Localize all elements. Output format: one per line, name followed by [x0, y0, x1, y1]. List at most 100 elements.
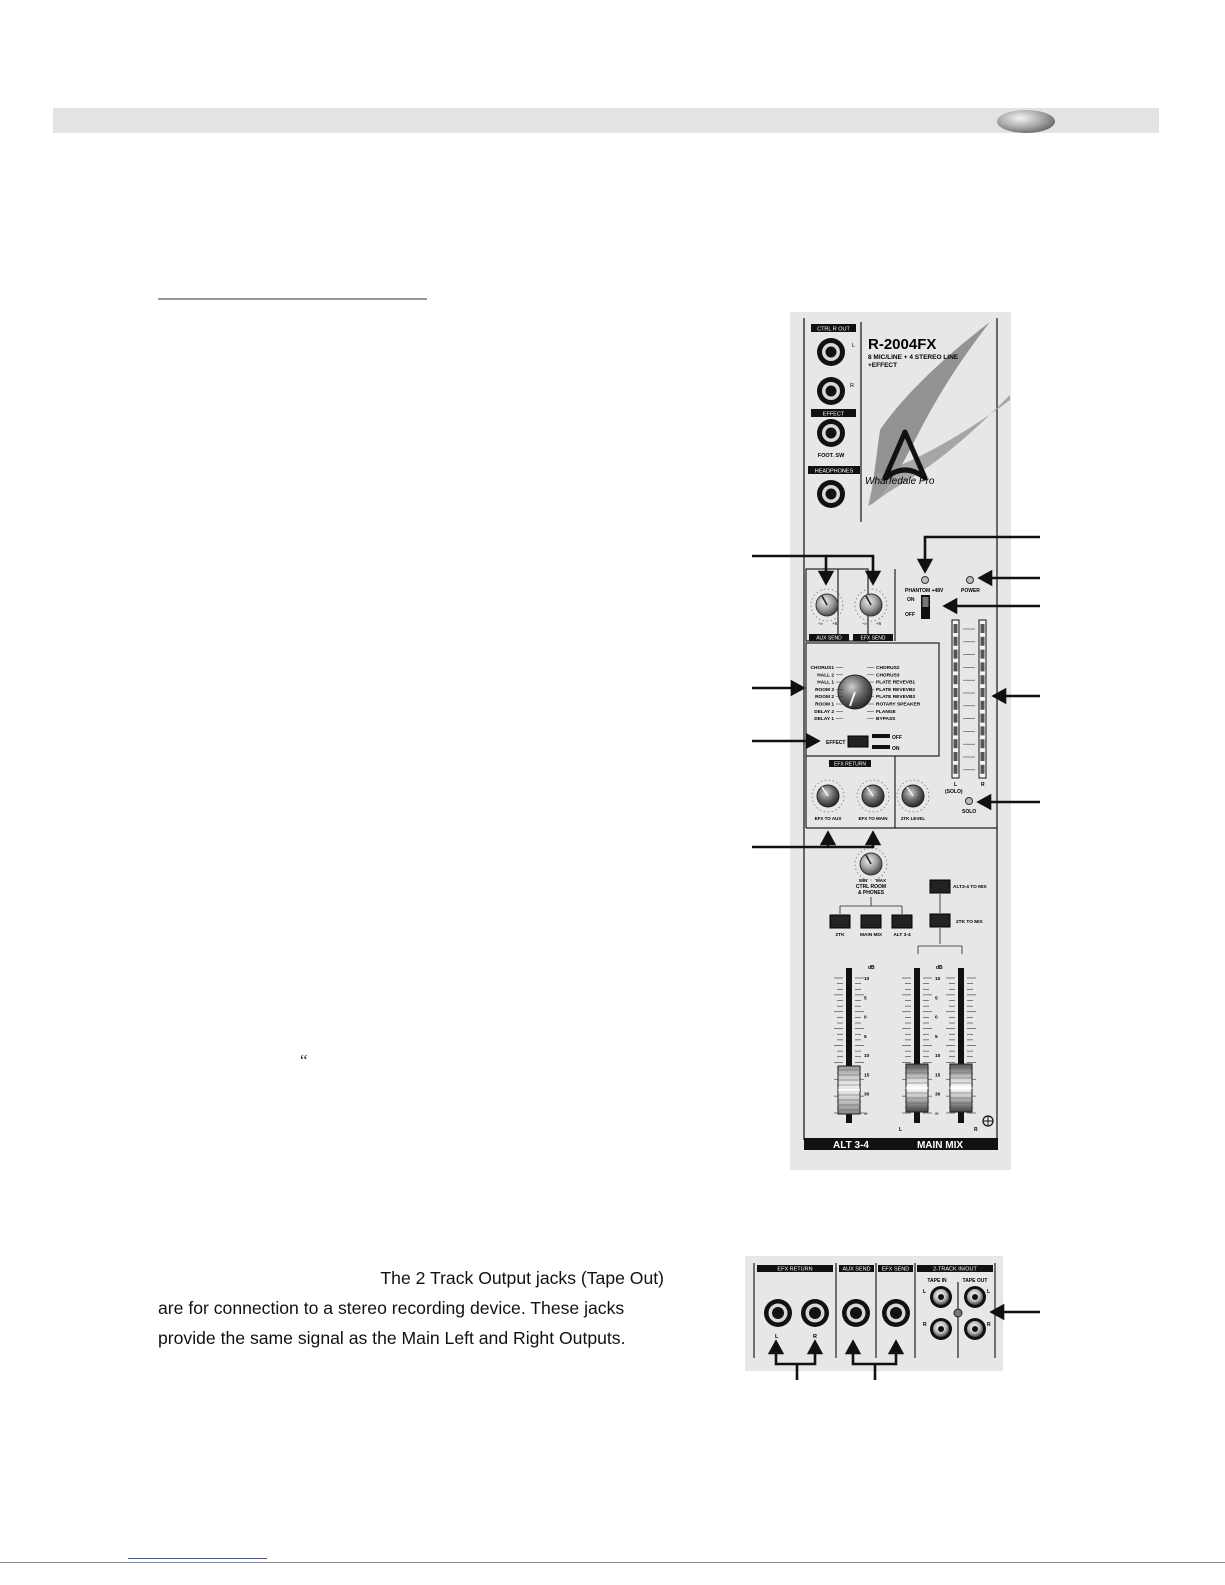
main-db-label: dB — [936, 965, 943, 971]
bottom-main-mix-label: MAIN MIX — [917, 1140, 963, 1151]
tape-in-l-label: L — [923, 1289, 926, 1295]
tape-out-right-rca — [964, 1318, 986, 1340]
aux-send-knob — [810, 588, 844, 622]
meter-segment — [953, 675, 958, 685]
efx-knob-max: +6 — [876, 621, 882, 626]
ctrl-room-left-jack — [817, 338, 845, 366]
meter-segment — [980, 662, 985, 672]
effect-option-right: PLATE REVEVB1 — [876, 680, 915, 686]
meter-segment — [980, 675, 985, 685]
ctrl-room-right-jack — [817, 377, 845, 405]
rear-aux-send-label: AUX SEND — [842, 1267, 870, 1273]
fader-scale-label: 10 — [935, 1053, 941, 1059]
tape-out-l-label: L — [987, 1289, 990, 1295]
alt-db-label: dB — [868, 965, 875, 971]
brand-name: Wharfedale Pro — [865, 476, 935, 487]
effect-option-left: HALL 1 — [817, 680, 834, 686]
meter-segment — [953, 662, 958, 672]
fader-scale-label: 5 — [935, 995, 938, 1001]
foot-switch-jack — [817, 419, 845, 447]
body-line-2: are for connection to a stereo recording… — [158, 1298, 625, 1318]
fader-scale-label: 15 — [864, 1072, 870, 1078]
page-badge-oval — [997, 110, 1055, 133]
footer-link-underline[interactable] — [128, 1558, 267, 1559]
footer-rule — [0, 1562, 1225, 1563]
efx-to-main-label: EFX TO MAIN — [859, 816, 888, 821]
tape-in-label: TAPE IN — [927, 1278, 947, 1284]
fader-scale-label: 10 — [864, 976, 870, 982]
switch-on-label: ON — [907, 597, 915, 603]
efx-return-left-jack — [764, 1299, 792, 1327]
two-track-to-mix-label: 2TK TO MIX — [956, 919, 984, 925]
fader-scale-label: 10 — [864, 1053, 870, 1059]
effect-selector-knob — [837, 674, 873, 710]
rear-efx-l-label: L — [775, 1334, 779, 1340]
brand-swoosh — [868, 322, 1010, 506]
solo-led — [965, 797, 973, 805]
fader-scale-label: 0 — [935, 1015, 938, 1021]
right-meter — [978, 619, 987, 779]
rear-two-track-label: 2-TRACK IN/OUT — [933, 1267, 977, 1273]
meter-segment — [953, 700, 958, 710]
fader-scale-label: 0 — [864, 1015, 867, 1021]
effect-option-right: CHORUS3 — [876, 672, 900, 678]
rear-efx-send-label: EFX SEND — [882, 1267, 910, 1273]
main-left-fader-slot — [914, 968, 920, 1123]
meter-segment — [953, 726, 958, 736]
two-track-level-knob — [896, 779, 930, 813]
fader-scale-label: ∞ — [935, 1112, 939, 1117]
tape-out-label: TAPE OUT — [963, 1278, 988, 1284]
bottom-alt34-label: ALT 3-4 — [833, 1140, 869, 1151]
tape-in-r-label: R — [923, 1322, 927, 1328]
meter-segment — [953, 752, 958, 761]
fader-scale-label: 5 — [864, 995, 867, 1001]
ctrl-room-min-label: MIN — [859, 878, 867, 883]
effect-option-left: ROOM 2 — [815, 694, 834, 700]
crosshair-icon — [982, 1115, 994, 1127]
meter-segment — [980, 624, 985, 633]
rear-callout-arrows — [767, 1303, 1040, 1380]
effect-option-left: CHORUS1 — [811, 665, 835, 671]
effect-option-right: FLANGE — [876, 709, 897, 715]
fader-scale-label: 15 — [935, 1072, 941, 1078]
tape-out-r-label: R — [987, 1322, 991, 1328]
body-paragraph: The 2 Track Output jacks (Tape Out) are … — [158, 1263, 668, 1353]
fader-scale-label: 30 — [935, 1092, 941, 1098]
efx-send-knob — [854, 588, 888, 622]
body-line-3: provide the same signal as the Main Left… — [158, 1328, 626, 1348]
effect-on-label: ON — [892, 746, 900, 752]
two-track-to-mix-switch — [929, 913, 951, 928]
meter-segment — [953, 688, 958, 697]
brand-logo-mark — [882, 429, 928, 481]
meter-segment — [980, 649, 985, 659]
fader-l-label: L — [899, 1127, 902, 1133]
callout-arrows — [752, 535, 1040, 849]
main-right-fader-slot — [958, 968, 964, 1123]
meter-right-label: R — [981, 782, 985, 788]
fader-scale-label: 10 — [935, 976, 941, 982]
effect-off-label: OFF — [892, 735, 902, 741]
ctrl-r-out-label: CTRL R OUT — [817, 327, 850, 333]
meter-solo-tag: (SOLO) — [945, 789, 963, 795]
alt34-fader-slot — [846, 968, 852, 1123]
headphones-label: HEADPHONES — [815, 469, 854, 475]
aux-knob-max: +6 — [832, 621, 838, 626]
effect-option-left: DELAY 1 — [814, 716, 834, 722]
meter-segment — [953, 649, 958, 659]
level-meters — [951, 619, 987, 779]
meter-segment — [980, 636, 985, 646]
efx-send-jack — [882, 1299, 910, 1327]
tape-in-right-rca — [930, 1318, 952, 1340]
meter-segment — [980, 752, 985, 761]
meter-segment — [953, 624, 958, 633]
aux-send-label: AUX SEND — [816, 636, 842, 642]
tape-in-left-rca — [930, 1286, 952, 1308]
alt34-to-mix-label: ALT3-4 TO MIX — [953, 884, 987, 890]
ground-screw — [953, 1308, 963, 1318]
rear-efx-r-label: R — [813, 1334, 817, 1340]
model-subtitle-1: 8 MIC/LINE + 4 STEREO LINE — [868, 354, 959, 361]
meter-segment — [953, 713, 958, 723]
solo-label: SOLO — [962, 809, 976, 815]
